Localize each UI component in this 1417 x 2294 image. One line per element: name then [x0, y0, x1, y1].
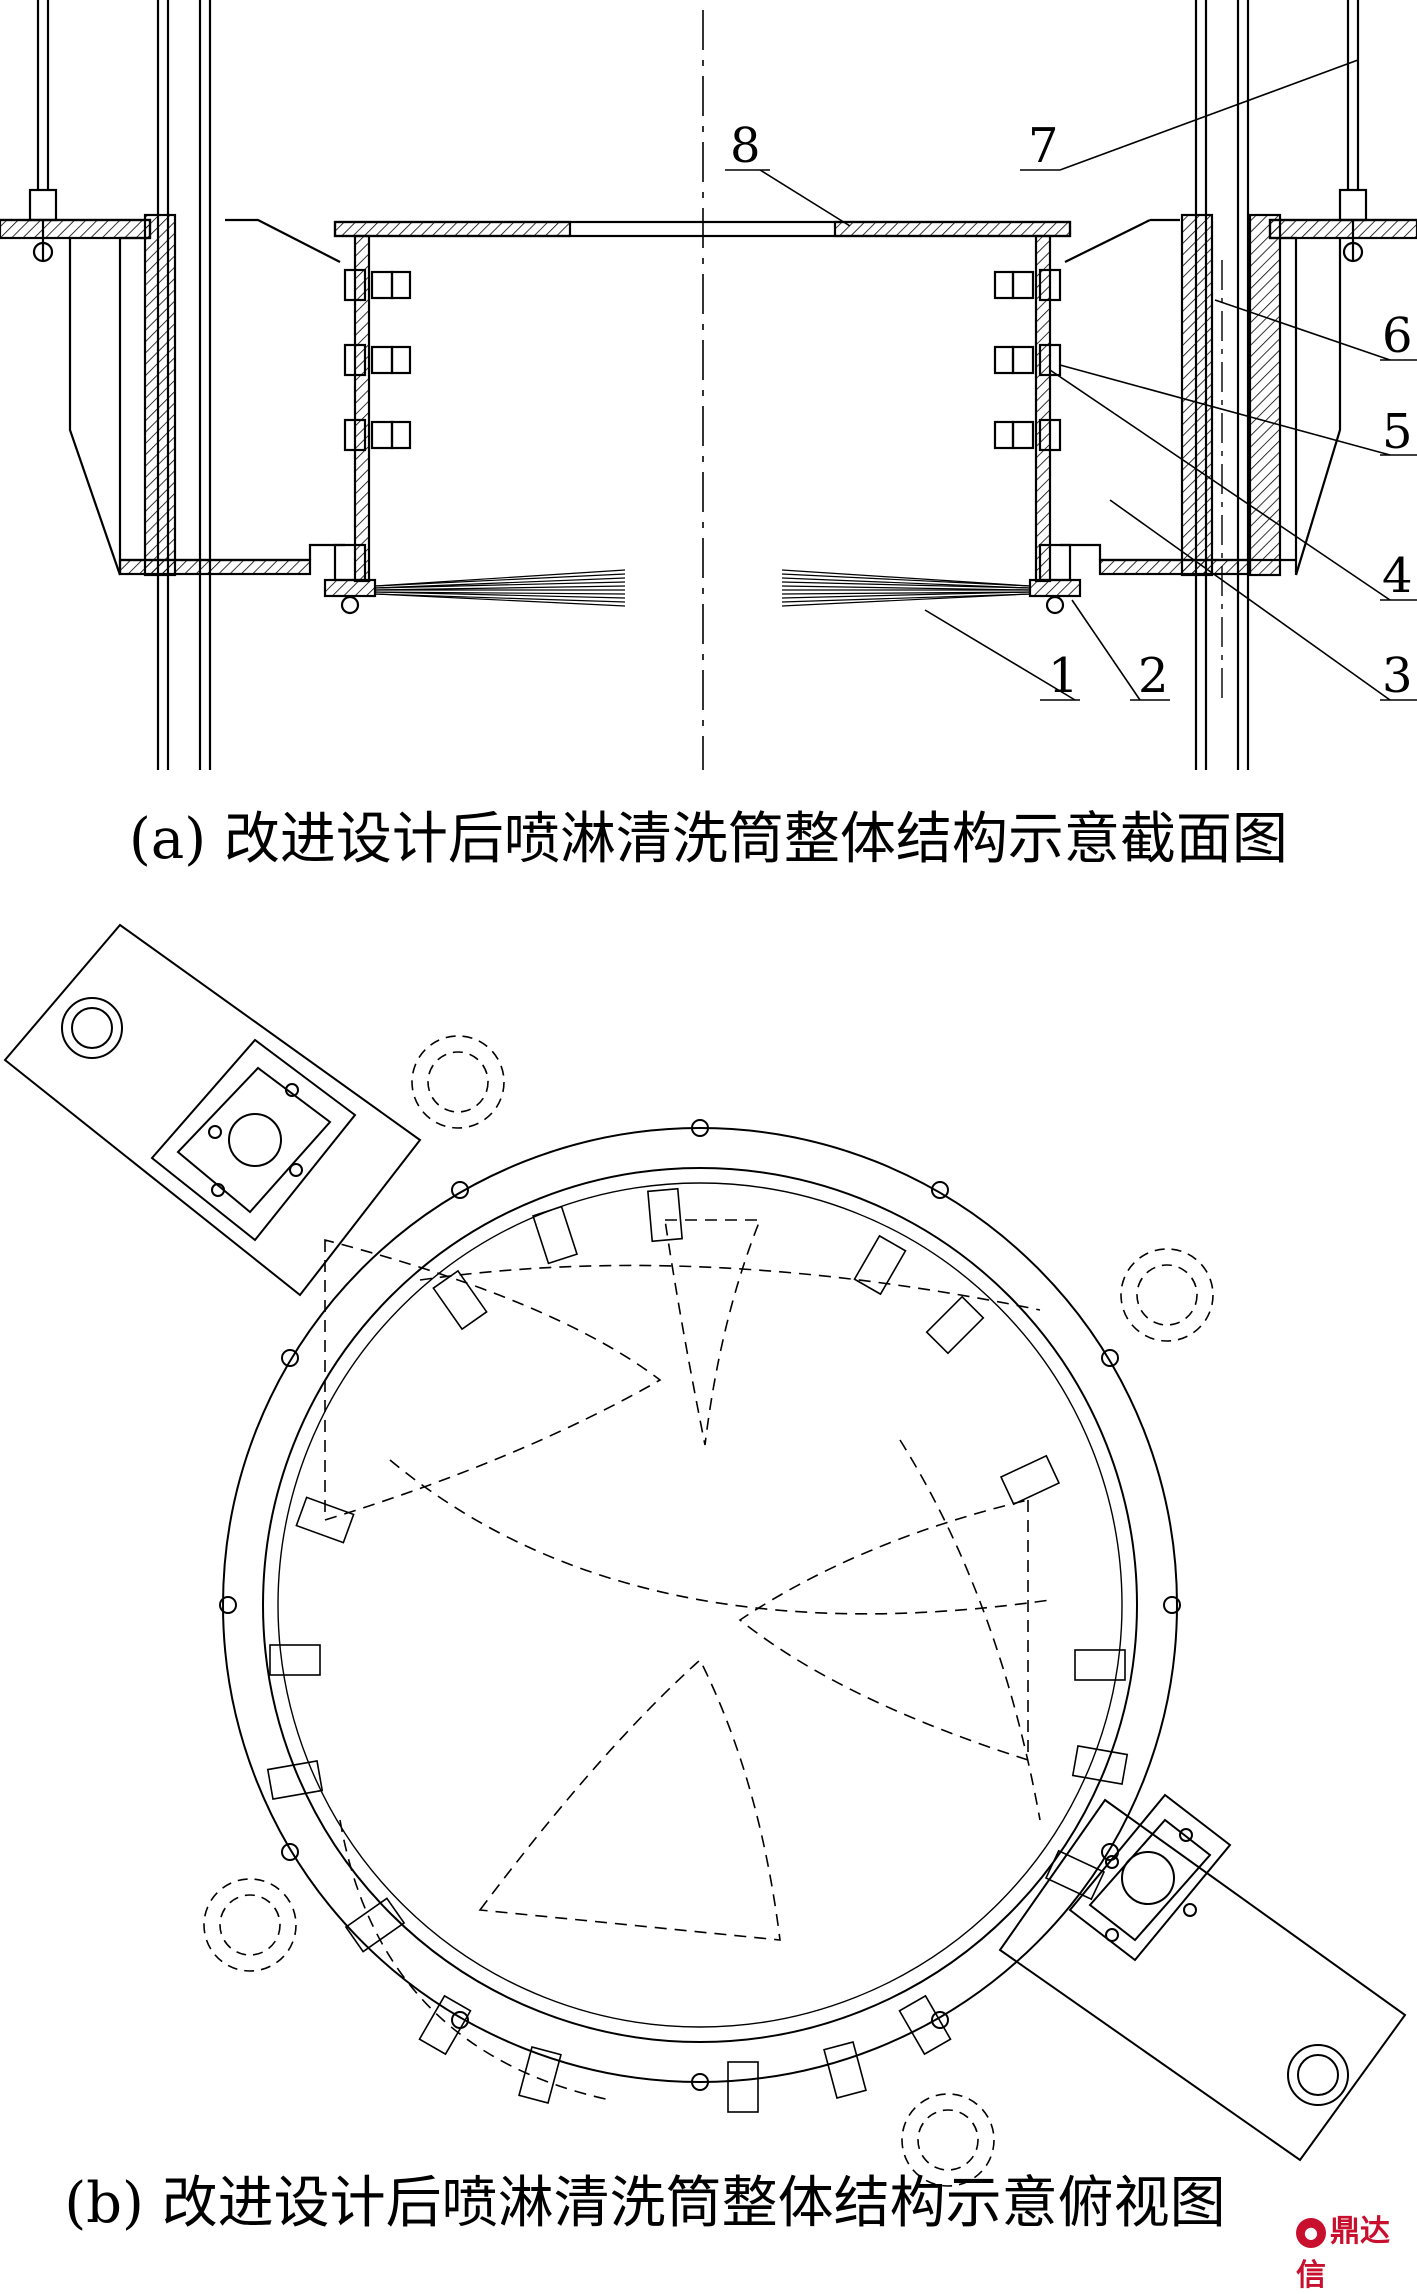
flange-bolt-holes	[219, 1119, 1181, 2091]
part-label-2: 2	[1138, 648, 1169, 704]
part-label-6: 6	[1382, 308, 1413, 364]
right-bolts	[993, 268, 1062, 452]
caption-b: (b) 改进设计后喷淋清洗筒整体结构示意俯视图	[64, 2171, 1226, 2236]
caption-a: (a) 改进设计后喷淋清洗筒整体结构示意截面图	[129, 807, 1288, 872]
part-label-3: 3	[1382, 648, 1413, 704]
part-label-5: 5	[1382, 404, 1413, 460]
top-cover-plate	[333, 220, 1072, 238]
right-brush	[781, 569, 1031, 607]
inner-cylinder-circle	[262, 1167, 1138, 2043]
watermark-logo: ●鼎达信	[1296, 2206, 1417, 2294]
right-housing	[1060, 213, 1417, 577]
part-label-7: 7	[1028, 118, 1059, 174]
nozzle-blocks	[266, 1187, 1129, 2113]
part-label-8: 8	[730, 118, 761, 174]
leader-lines	[725, 59, 1417, 701]
left-bolts	[343, 268, 412, 452]
right-bottom-flange	[1028, 543, 1082, 615]
left-brush	[374, 569, 626, 607]
part-label-4: 4	[1382, 548, 1413, 604]
lower-right-arm	[998, 1793, 1407, 2162]
part-label-1: 1	[1048, 648, 1079, 704]
cross-section-drawing: 1 2 3 4 5 6 7 8	[0, 0, 1417, 770]
top-view-drawing	[3, 923, 1407, 2187]
spray-arm-cross-dashed	[324, 1219, 1051, 2101]
outer-flange-circle	[222, 1127, 1178, 2083]
inner-wall-circle	[277, 1182, 1123, 2028]
watermark-logo-icon: ●	[1296, 2217, 1326, 2248]
sensor-positions	[203, 1035, 1214, 2187]
upper-left-arm	[3, 923, 422, 1297]
left-housing	[0, 213, 345, 577]
